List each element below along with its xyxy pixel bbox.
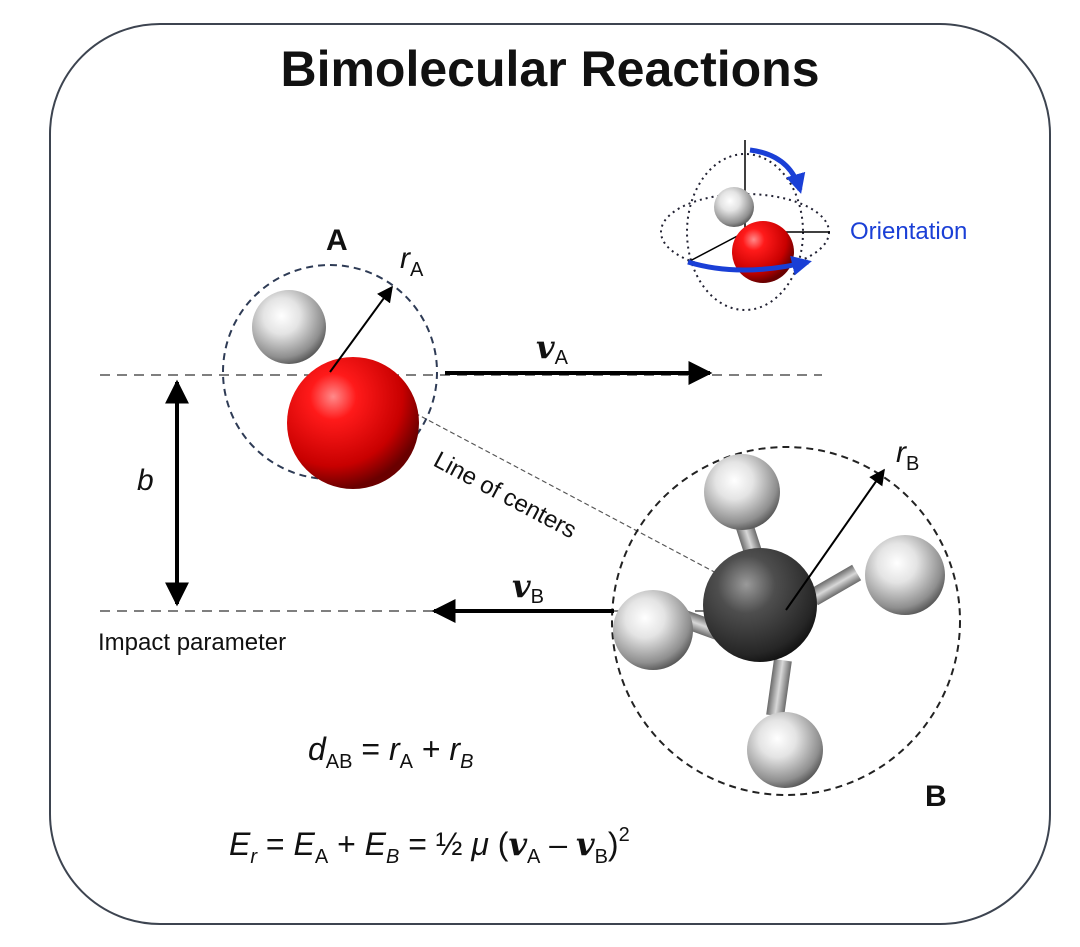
impact-parameter-caption: Impact parameter: [98, 629, 286, 656]
diagram-frame: [49, 23, 1051, 925]
velocity-b-label: vB: [512, 567, 544, 608]
carbon-atom: [703, 548, 817, 662]
molecule-a: [222, 264, 438, 489]
hydrogen-atom: [704, 454, 780, 530]
molecule-b: [611, 446, 961, 796]
line-of-centers: [329, 367, 787, 611]
radius-a-arrow: [329, 285, 393, 373]
impact-parameter-symbol: b: [137, 464, 154, 497]
mini-oxygen-atom: [732, 221, 794, 283]
distance-equation: dAB = rA + rB: [308, 731, 473, 773]
molecule-a-label: A: [326, 224, 348, 257]
orientation-label: Orientation: [850, 218, 967, 245]
line-of-centers-label: Line of centers: [429, 446, 581, 544]
hydrogen-atom: [747, 712, 823, 788]
hydrogen-atom: [613, 590, 693, 670]
molecule-a-boundary: [222, 264, 438, 480]
hydrogen-atom: [865, 535, 945, 615]
radius-a-label: rA: [400, 242, 424, 281]
velocity-a-label: vA: [536, 328, 569, 369]
radius-b-label: rB: [896, 436, 919, 475]
molecule-b-boundary: [611, 446, 961, 796]
orientation-arrow-top: [749, 147, 806, 194]
page-title: Bimolecular Reactions: [280, 41, 819, 97]
mini-hydrogen-atom: [714, 187, 754, 227]
hydrogen-atom: [252, 290, 326, 364]
orientation-illustration: Orientation: [660, 140, 967, 311]
energy-equation: Er = EA + EB = ½ μ (vA – vB)2: [229, 824, 630, 868]
oxygen-atom: [287, 357, 419, 489]
radius-b-arrow: [785, 468, 885, 611]
molecule-b-label: B: [925, 780, 947, 813]
orientation-arrow-bottom: [687, 255, 812, 276]
